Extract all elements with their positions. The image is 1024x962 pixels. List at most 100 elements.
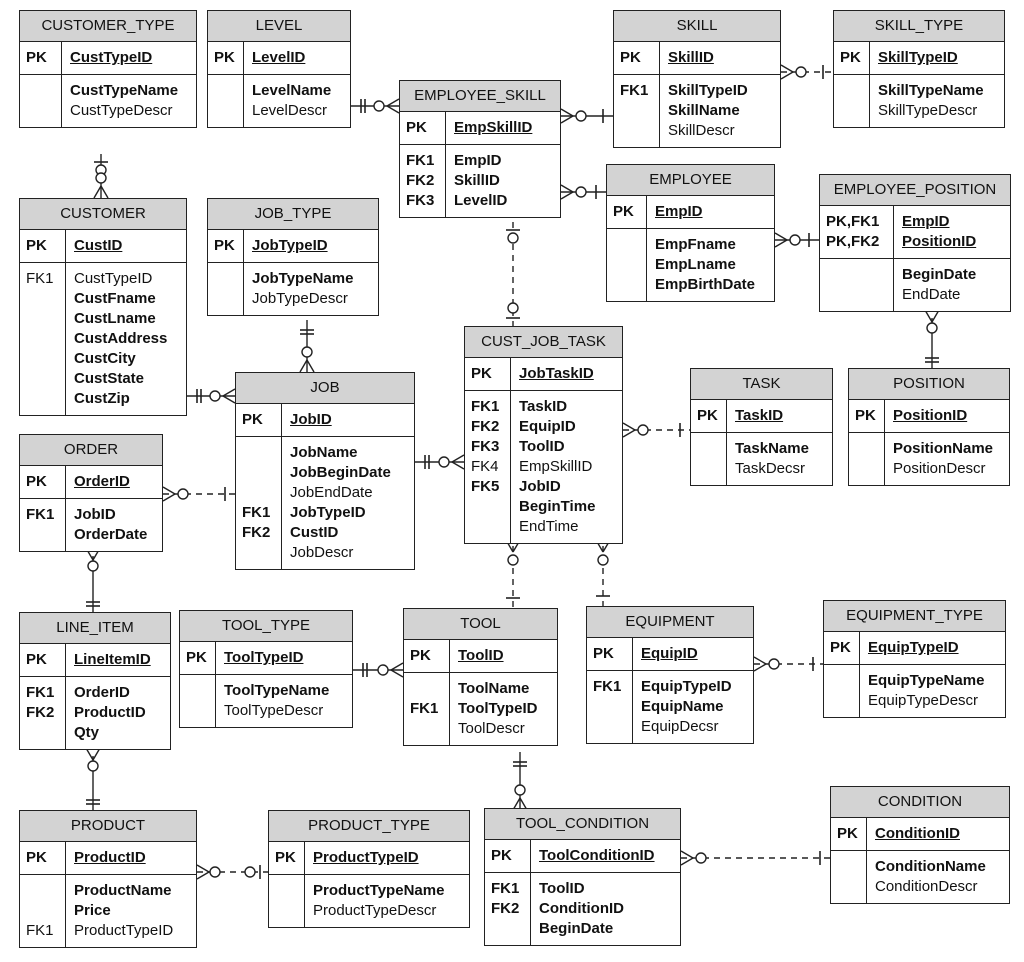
cardinality-zero-mark xyxy=(209,866,221,878)
key-label xyxy=(613,255,646,275)
key-label xyxy=(830,671,859,691)
cardinality-zero-mark xyxy=(926,322,938,334)
key-column: PK xyxy=(20,230,66,262)
attribute-field: JobTypeID xyxy=(290,504,366,521)
key-label: PK xyxy=(214,237,235,254)
attribute-field: SkillTypeDescr xyxy=(878,102,978,119)
key-label: PK xyxy=(471,365,492,382)
attribute-field: JobBeginDate xyxy=(290,464,391,481)
attribute-field: JobDescr xyxy=(290,544,354,561)
cardinality-zero-mark xyxy=(637,424,649,436)
key-label: PK xyxy=(406,119,427,136)
entity-title: LEVEL xyxy=(208,11,350,42)
field-column: TaskID xyxy=(727,400,787,432)
cardinality-zero-mark xyxy=(177,488,189,500)
field-column: ToolConditionID xyxy=(531,840,659,872)
key-column: PK xyxy=(831,818,867,850)
primary-key-field: JobTaskID xyxy=(519,365,594,382)
key-label: PK xyxy=(840,49,861,66)
key-column: PK xyxy=(404,640,450,672)
key-label xyxy=(593,717,632,737)
primary-key-field: JobID xyxy=(290,411,332,428)
attribute-field: EquipTypeName xyxy=(868,672,985,689)
attribute-field: PositionName xyxy=(893,440,994,457)
crows-foot-mark xyxy=(680,850,694,859)
primary-key-field: EmpID xyxy=(655,203,703,220)
primary-key-field: SkillTypeID xyxy=(878,49,958,66)
attribute-field: CustLname xyxy=(74,310,156,327)
key-label xyxy=(471,497,510,517)
key-column: PK xyxy=(208,230,244,262)
key-label xyxy=(26,369,65,389)
attribute-field: OrderDate xyxy=(74,526,148,543)
attribute-field: CustState xyxy=(74,370,145,387)
attribute-field: LevelDescr xyxy=(252,102,328,119)
attribute-field: EmpSkillID xyxy=(519,458,593,475)
attribute-field: ConditionName xyxy=(875,858,986,875)
key-label xyxy=(620,121,659,141)
primary-key-section: PK SkillTypeID xyxy=(834,42,1004,75)
crows-foot-mark xyxy=(931,309,940,323)
entity-title: EMPLOYEE xyxy=(607,165,774,196)
attribute-field: EmpFname xyxy=(655,236,736,253)
key-label: FK1 xyxy=(26,270,54,287)
key-label: FK1 xyxy=(26,506,55,523)
crows-foot-mark xyxy=(390,662,404,671)
crows-foot-mark xyxy=(780,71,794,80)
attribute-field: SkillID xyxy=(454,172,500,189)
key-column xyxy=(269,875,305,927)
attribute-field: ConditionDescr xyxy=(875,878,978,895)
attribute-field: JobID xyxy=(519,478,561,495)
attribute-field: EmpLname xyxy=(655,256,736,273)
crows-foot-mark xyxy=(222,395,236,404)
key-label xyxy=(214,269,243,289)
primary-key-field: ProductID xyxy=(74,849,146,866)
entity-title: ORDER xyxy=(20,435,162,466)
entity-title: PRODUCT xyxy=(20,811,196,842)
attribute-field: ConditionID xyxy=(539,900,624,917)
key-label xyxy=(26,723,65,743)
key-label: PK xyxy=(593,645,614,662)
crows-foot-mark xyxy=(196,871,210,880)
attribute-field: EmpBirthDate xyxy=(655,276,756,293)
primary-key-field: ProductTypeID xyxy=(313,849,419,866)
key-column: PK xyxy=(691,400,727,432)
key-column: PK xyxy=(20,842,66,874)
primary-key-field: EmpSkillID xyxy=(454,119,533,136)
